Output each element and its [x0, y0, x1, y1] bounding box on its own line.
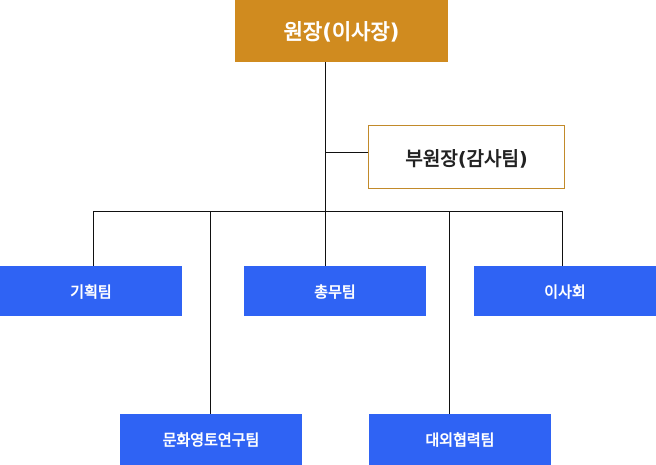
connector-drop-general-affairs [325, 211, 326, 266]
connector-drop-board [562, 211, 563, 266]
team-box-board: 이사회 [474, 266, 656, 316]
team-label-planning: 기획팀 [70, 282, 112, 301]
team-box-culture-research: 문화영토연구팀 [120, 414, 302, 465]
head-box: 원장(이사장) [235, 0, 448, 62]
vice-box: 부원장(감사팀) [368, 125, 565, 189]
head-label: 원장(이사장) [283, 20, 400, 44]
connector-head-trunk [325, 62, 326, 212]
team-box-general-affairs: 총무팀 [244, 266, 426, 316]
connector-drop-planning [93, 211, 94, 266]
connector-horizontal-bus [93, 211, 563, 212]
connector-vice-branch [325, 152, 369, 153]
team-label-board: 이사회 [544, 282, 586, 301]
team-label-external-cooperation: 대외협력팀 [425, 431, 495, 449]
connector-drop-external-cooperation [449, 211, 450, 414]
vice-label: 부원장(감사팀) [405, 147, 528, 170]
connector-drop-culture-research [210, 211, 211, 414]
team-box-planning: 기획팀 [0, 266, 182, 316]
team-box-external-cooperation: 대외협력팀 [369, 414, 551, 465]
team-label-general-affairs: 총무팀 [314, 282, 356, 301]
team-label-culture-research: 문화영토연구팀 [162, 431, 260, 449]
